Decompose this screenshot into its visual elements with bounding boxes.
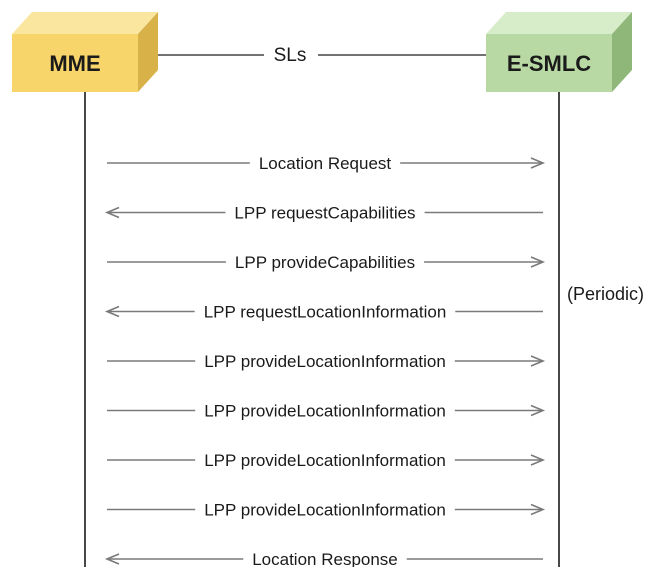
message-label: LPP provideLocationInformation [204, 402, 446, 421]
message-row: LPP provideLocationInformation [107, 451, 546, 470]
arrowhead-right [530, 256, 546, 268]
esmlc-node-label: E-SMLC [507, 51, 591, 76]
message-label: Location Request [259, 154, 392, 173]
arrowhead-right [530, 157, 546, 169]
arrowhead-right [530, 404, 546, 417]
message-row: Location Response [104, 550, 543, 567]
mme-node-label: MME [49, 51, 100, 76]
sls-interface-label: SLs [274, 45, 307, 66]
esmlc-node-face [486, 34, 612, 92]
message-row: LPP provideLocationInformation [107, 402, 546, 421]
sls-interface: SLs [158, 45, 486, 66]
message-row: Location Request [107, 154, 546, 173]
message-row: LPP requestCapabilities [104, 204, 543, 223]
arrowhead-right [530, 503, 546, 516]
message-label: LPP provideLocationInformation [204, 501, 446, 520]
message-label: LPP requestLocationInformation [204, 303, 447, 322]
message-row: LPP provideCapabilities [107, 253, 546, 272]
arrowhead-left [104, 206, 120, 219]
message-row: LPP requestLocationInformation [104, 303, 543, 322]
message-label: LPP provideCapabilities [235, 253, 415, 272]
mme-node-top [12, 12, 158, 34]
arrowhead-right [530, 355, 546, 367]
message-label: Location Response [252, 550, 398, 567]
esmlc-node: E-SMLC [486, 12, 632, 92]
arrowhead-left [104, 305, 120, 318]
arrowhead-right [530, 454, 546, 466]
mme-node: MME [12, 12, 158, 92]
message-label: LPP provideLocationInformation [204, 352, 446, 371]
message-label: LPP provideLocationInformation [204, 451, 446, 470]
message-row: LPP provideLocationInformation [107, 501, 546, 520]
esmlc-node-side [612, 12, 632, 92]
mme-node-face [12, 34, 138, 92]
arrowhead-left [104, 553, 120, 565]
mme-node-side [138, 12, 158, 92]
esmlc-node-top [486, 12, 632, 34]
message-label: LPP requestCapabilities [234, 204, 415, 223]
message-row: LPP provideLocationInformation [107, 352, 546, 371]
periodic-note: (Periodic) [567, 284, 644, 304]
